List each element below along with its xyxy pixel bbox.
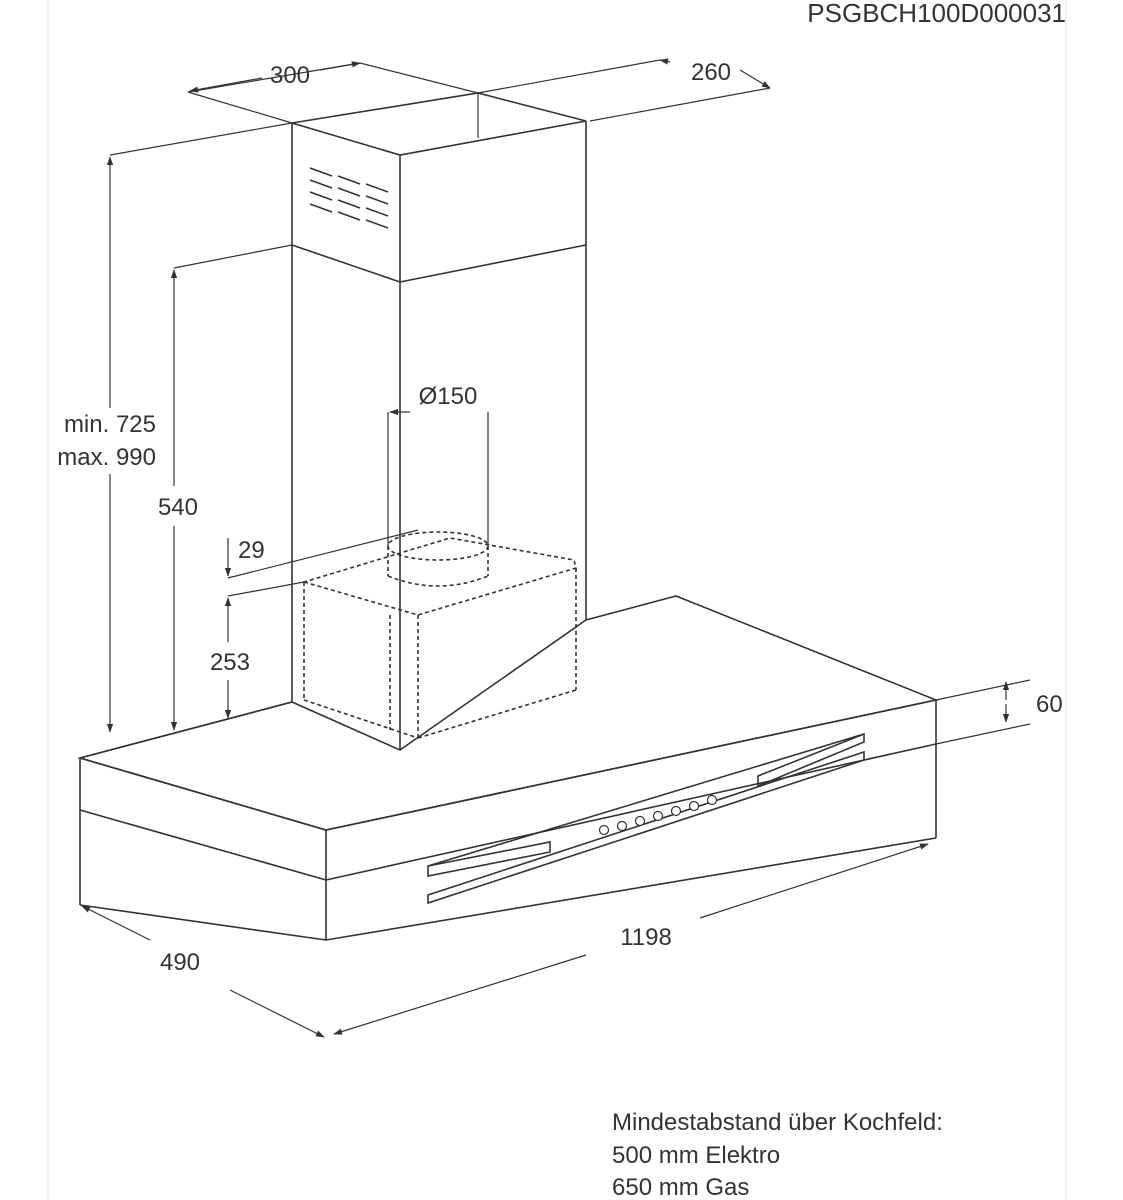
- dimension-height-min: min. 725: [64, 411, 156, 438]
- control-button-5[interactable]: [670, 805, 682, 817]
- page-frame: [47, 0, 1067, 1200]
- chimney-vents: [309, 167, 389, 229]
- dimension-hood-height: 60: [1036, 691, 1063, 718]
- drawing-code: PSGBCH100D000031: [807, 0, 1066, 28]
- control-button-7[interactable]: [706, 794, 718, 806]
- duct-collar-hidden: [387, 531, 489, 587]
- dimension-hood-depth: 490: [160, 949, 200, 976]
- hood-height-dimension: [935, 679, 1031, 745]
- note-title: Mindestabstand über Kochfeld:: [612, 1109, 943, 1136]
- control-button-6[interactable]: [688, 800, 700, 812]
- note-line-gas: 650 mm Gas: [612, 1174, 749, 1200]
- hood-light-strips: [427, 732, 865, 905]
- motor-housing-hidden: [301, 537, 577, 739]
- note-line-electric: 500 mm Elektro: [612, 1142, 780, 1169]
- chimney: [291, 92, 587, 750]
- control-button-1[interactable]: [598, 824, 610, 836]
- control-button-2[interactable]: [616, 820, 628, 832]
- control-button-4[interactable]: [652, 810, 664, 822]
- dimension-chimney-width: 300: [270, 62, 310, 89]
- dimension-height-max: max. 990: [57, 444, 156, 471]
- dimension-chimney-depth: 260: [691, 59, 731, 86]
- control-button-3[interactable]: [634, 815, 646, 827]
- dimension-hood-width: 1198: [620, 924, 672, 951]
- left-height-dimensions: [106, 122, 419, 733]
- hood-canopy: [77, 595, 939, 941]
- dimension-offset-29: 29: [238, 537, 265, 564]
- dimension-duct-diameter: Ø150: [419, 383, 478, 410]
- hood-depth-dimension: [81, 905, 325, 1038]
- control-panel: [598, 794, 718, 836]
- dimension-height-253: 253: [210, 649, 250, 676]
- dimension-height-540: 540: [158, 494, 198, 521]
- duct-diameter-dimension: [387, 408, 489, 546]
- chimney-top-dimensions: [187, 58, 771, 138]
- hood-width-dimension: [333, 843, 929, 1035]
